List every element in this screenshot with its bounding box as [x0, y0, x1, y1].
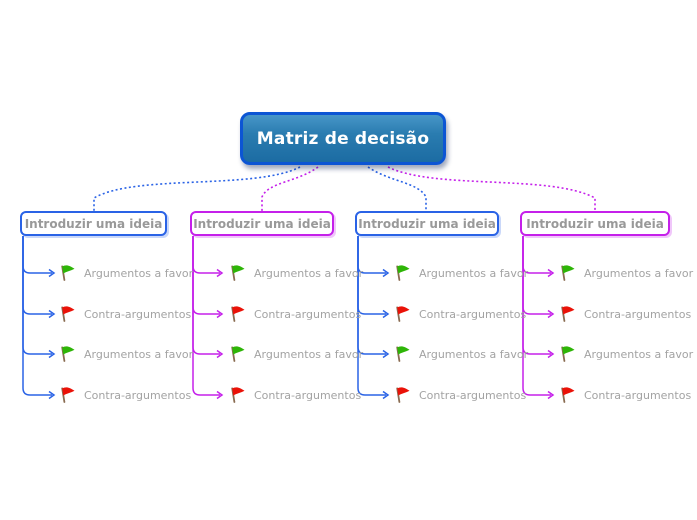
green-flag-icon	[231, 346, 245, 362]
green-flag-icon	[561, 265, 575, 281]
green-flag-icon	[396, 265, 410, 281]
topic-label: Introduzir uma ideia	[193, 216, 331, 231]
subtopic[interactable]: Contra-argumentos	[229, 385, 361, 405]
subtopic-label: Argumentos a favor	[419, 266, 529, 280]
topic-label: Introduzir uma ideia	[358, 216, 496, 231]
subtopic[interactable]: Contra-argumentos	[559, 304, 691, 324]
subtree-connectors-4	[522, 236, 555, 400]
green-flag-icon	[561, 346, 575, 362]
subtopic-label: Argumentos a favor	[584, 347, 694, 361]
red-flag-icon	[231, 306, 245, 322]
subtree-connectors-2	[192, 236, 224, 400]
subtopic-label: Argumentos a favor	[419, 347, 529, 361]
subtree-connectors-1	[22, 236, 56, 400]
subtopic[interactable]: Contra-argumentos	[59, 304, 191, 324]
topic-node-1[interactable]: Introduzir uma ideia	[20, 211, 167, 236]
subtopic[interactable]: Contra-argumentos	[394, 304, 526, 324]
subtopic-label: Argumentos a favor	[584, 266, 694, 280]
red-flag-icon	[396, 306, 410, 322]
red-flag-icon	[561, 387, 575, 403]
subtopic[interactable]: Contra-argumentos	[229, 304, 361, 324]
subtopic[interactable]: Argumentos a favor	[229, 344, 363, 364]
root-topic[interactable]: Matriz de decisão	[240, 112, 446, 165]
subtopic[interactable]: Argumentos a favor	[394, 344, 528, 364]
subtopic[interactable]: Contra-argumentos	[59, 385, 191, 405]
branch-column-3: Introduzir uma ideia Argumentos a favor …	[350, 205, 528, 420]
subtopic[interactable]: Argumentos a favor	[559, 263, 693, 283]
green-flag-icon	[61, 346, 75, 362]
curve-branch-1	[93, 166, 301, 211]
subtopic-label: Argumentos a favor	[84, 266, 194, 280]
topic-label: Introduzir uma ideia	[526, 216, 664, 231]
subtopic-label: Contra-argumentos	[584, 388, 692, 402]
subtopic[interactable]: Argumentos a favor	[59, 344, 193, 364]
topic-node-4[interactable]: Introduzir uma ideia	[520, 211, 670, 236]
topic-label: Introduzir uma ideia	[24, 216, 163, 231]
subtopic-label: Contra-argumentos	[254, 307, 362, 321]
subtopic-label: Contra-argumentos	[254, 388, 362, 402]
subtopic-label: Argumentos a favor	[84, 347, 194, 361]
red-flag-icon	[561, 306, 575, 322]
red-flag-icon	[396, 387, 410, 403]
subtopic-label: Argumentos a favor	[254, 266, 364, 280]
red-flag-icon	[61, 306, 75, 322]
subtopic-label: Contra-argumentos	[584, 307, 692, 321]
curve-branch-3	[367, 166, 427, 211]
branch-column-4: Introduzir uma ideia Argumentos a favor …	[515, 205, 693, 420]
topic-node-2[interactable]: Introduzir uma ideia	[190, 211, 334, 236]
subtopic-label: Contra-argumentos	[419, 307, 527, 321]
subtopic-label: Contra-argumentos	[84, 388, 192, 402]
subtopic-label: Argumentos a favor	[254, 347, 364, 361]
green-flag-icon	[61, 265, 75, 281]
subtopic[interactable]: Argumentos a favor	[394, 263, 528, 283]
topic-node-3[interactable]: Introduzir uma ideia	[355, 211, 499, 236]
subtopic-label: Contra-argumentos	[84, 307, 192, 321]
red-flag-icon	[231, 387, 245, 403]
green-flag-icon	[396, 346, 410, 362]
subtopic[interactable]: Contra-argumentos	[394, 385, 526, 405]
branch-column-2: Introduzir uma ideia Argumentos a favor …	[185, 205, 363, 420]
subtopic[interactable]: Argumentos a favor	[229, 263, 363, 283]
branch-column-1: Introduzir uma ideia Argumentos a favor …	[15, 205, 193, 420]
subtopic[interactable]: Argumentos a favor	[559, 344, 693, 364]
root-connectors	[93, 166, 596, 211]
green-flag-icon	[231, 265, 245, 281]
subtopic-label: Contra-argumentos	[419, 388, 527, 402]
curve-branch-4	[387, 166, 596, 211]
root-topic-label: Matriz de decisão	[256, 128, 430, 149]
subtopic[interactable]: Argumentos a favor	[59, 263, 193, 283]
subtree-connectors-3	[357, 236, 390, 400]
curve-branch-2	[261, 166, 319, 211]
red-flag-icon	[61, 387, 75, 403]
subtopic[interactable]: Contra-argumentos	[559, 385, 691, 405]
